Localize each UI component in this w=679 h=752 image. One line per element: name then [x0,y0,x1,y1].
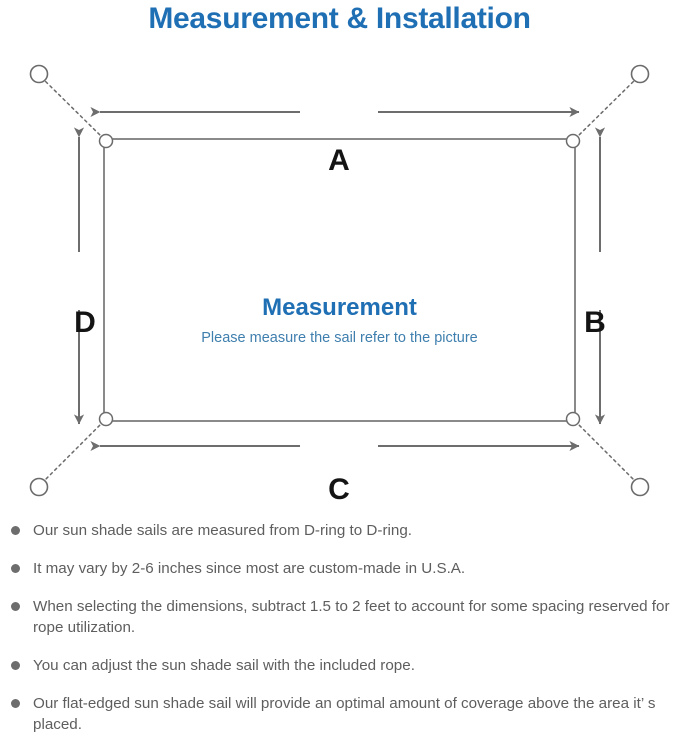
page-title: Measurement & Installation [148,2,531,35]
anchor-bottom-left [29,477,49,497]
rope-bottom-right [574,420,639,485]
list-item: Our flat-edged sun shade sail will provi… [0,693,679,735]
d-ring-top-left [98,133,114,149]
label-gap-d [62,252,98,310]
list-item: You can adjust the sun shade sail with t… [0,655,679,676]
d-ring-bottom-right [565,411,581,427]
dimension-label-d: D [74,306,96,339]
bullet-icon [11,699,20,708]
note-text: Our flat-edged sun shade sail will provi… [33,695,656,733]
anchor-bottom-right [630,477,650,497]
rope-top-right [574,76,639,140]
label-gap-c [300,428,378,464]
bullet-icon [11,526,20,535]
notes-list: Our sun shade sails are measured from D-… [0,520,679,752]
label-gap-b [583,252,619,310]
diagram-center-sublabel: Please measure the sail refer to the pic… [201,330,478,346]
d-ring-top-right [565,133,581,149]
dimension-label-a: A [328,144,350,177]
note-text: You can adjust the sun shade sail with t… [33,657,415,674]
rope-top-left [40,76,105,140]
rope-bottom-left [40,420,105,485]
list-item: Our sun shade sails are measured from D-… [0,520,679,541]
dimension-label-b: B [584,306,606,339]
sail-body [103,138,576,422]
bullet-icon [11,661,20,670]
diagram-svg [29,64,650,497]
anchor-top-left [29,64,49,84]
bullet-icon [11,602,20,611]
anchor-top-right [630,64,650,84]
note-text: When selecting the dimensions, subtract … [33,598,670,636]
dimension-label-c: C [328,473,350,506]
shade-sail-measurement-diagram: A B C D Measurement Please measure the s… [0,50,679,515]
bullet-icon [11,564,20,573]
note-text: It may vary by 2-6 inches since most are… [33,560,466,577]
note-text: Our sun shade sails are measured from D-… [33,522,412,539]
diagram-center-label: Measurement [262,294,417,321]
label-gap-a [300,94,378,130]
list-item: It may vary by 2-6 inches since most are… [0,558,679,579]
list-item: When selecting the dimensions, subtract … [0,596,679,638]
d-ring-bottom-left [98,411,114,427]
